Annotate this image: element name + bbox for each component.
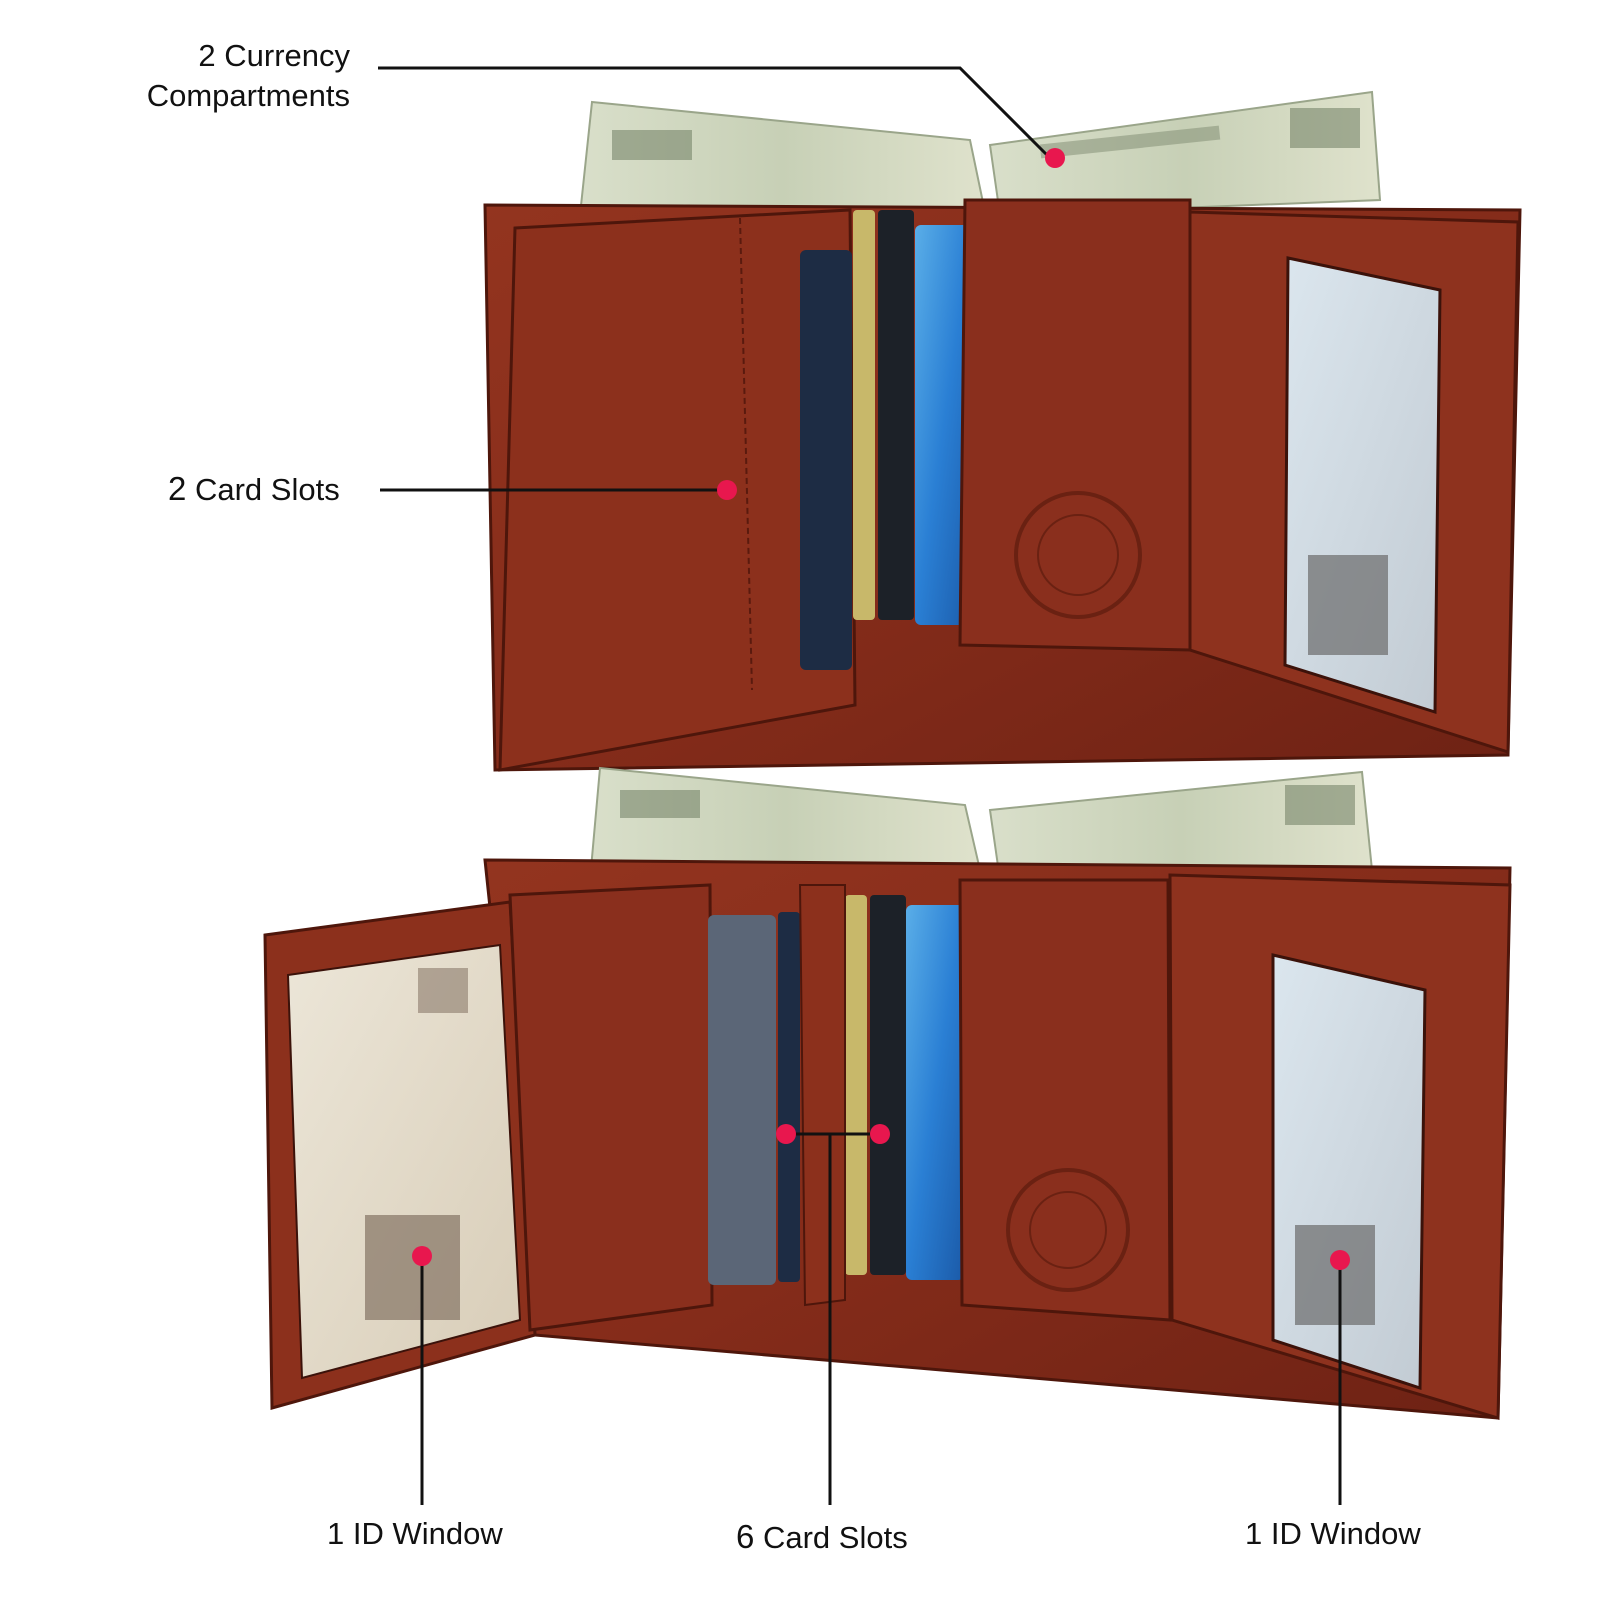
cards-top: [800, 210, 973, 670]
brand-emboss-inner: [1029, 1191, 1107, 1269]
wallet-middle-panel: [958, 198, 1192, 652]
card-navy: [800, 250, 852, 670]
callout-line-currency: [378, 66, 1052, 160]
callout-currency-line1: 2 Currency: [198, 38, 350, 73]
currency-bills-top: [578, 90, 1382, 217]
card-navy: [778, 912, 800, 1282]
callout-currency-line2: Compartments: [146, 78, 350, 114]
stitch-line: [739, 217, 753, 691]
wallet-slot-divider: [798, 884, 846, 1307]
cards-bottom: [708, 895, 964, 1285]
brand-emboss-logo: [1006, 1168, 1130, 1292]
callout-markers: [412, 148, 1350, 1270]
marker-dot-currency: [1045, 148, 1065, 168]
chase-card: [915, 225, 973, 625]
callout-card-slots-top: 2 Card Slots: [168, 468, 340, 511]
marker-dot-card-slots-top: [717, 480, 737, 500]
bill-detail: [612, 130, 692, 160]
callout-card-slots-top-label: Card Slots: [194, 472, 340, 507]
wallet-top: [483, 90, 1522, 772]
license-small-photo: [418, 968, 468, 1013]
drivers-license: [286, 943, 522, 1380]
callout-card-slots-bottom-label: Card Slots: [762, 1520, 908, 1555]
callout-card-slots-top-count: 2: [168, 470, 187, 507]
callout-card-slots-bottom-count: 6: [736, 1518, 755, 1555]
callout-id-window-left: 1 ID Window: [327, 1516, 503, 1551]
card-black: [870, 895, 906, 1275]
card-black: [878, 210, 914, 620]
marker-dot-id-right: [1330, 1250, 1350, 1270]
wallet-left-pocket: [508, 883, 714, 1332]
bill-detail: [1290, 108, 1360, 148]
callout-id-window-right: 1 ID Window: [1245, 1516, 1421, 1551]
card-gold: [853, 210, 875, 620]
bill-detail: [1285, 785, 1355, 825]
id-photo: [1295, 1225, 1375, 1325]
wallet-bottom: [263, 766, 1512, 1421]
marker-dot-card-slot-a: [776, 1124, 796, 1144]
brand-emboss-logo: [1014, 491, 1142, 619]
marker-dot-card-slot-b: [870, 1124, 890, 1144]
callout-currency-compartments: 2 Currency Compartments: [92, 36, 350, 117]
bill-detail: [620, 790, 700, 818]
wallet-middle-panel: [958, 878, 1172, 1322]
callout-lines: [378, 66, 1342, 1505]
callout-card-slots-bottom: 6 Card Slots: [736, 1516, 908, 1559]
brand-emboss-inner: [1037, 514, 1119, 596]
bill-detail: [1039, 125, 1221, 159]
amex-card: [708, 915, 776, 1285]
marker-dot-id-left: [412, 1246, 432, 1266]
twenty-dollar-bill: [988, 90, 1382, 217]
chase-card: [906, 905, 964, 1280]
id-photo: [1308, 555, 1388, 655]
card-gold: [845, 895, 867, 1275]
license-photo: [365, 1215, 460, 1320]
